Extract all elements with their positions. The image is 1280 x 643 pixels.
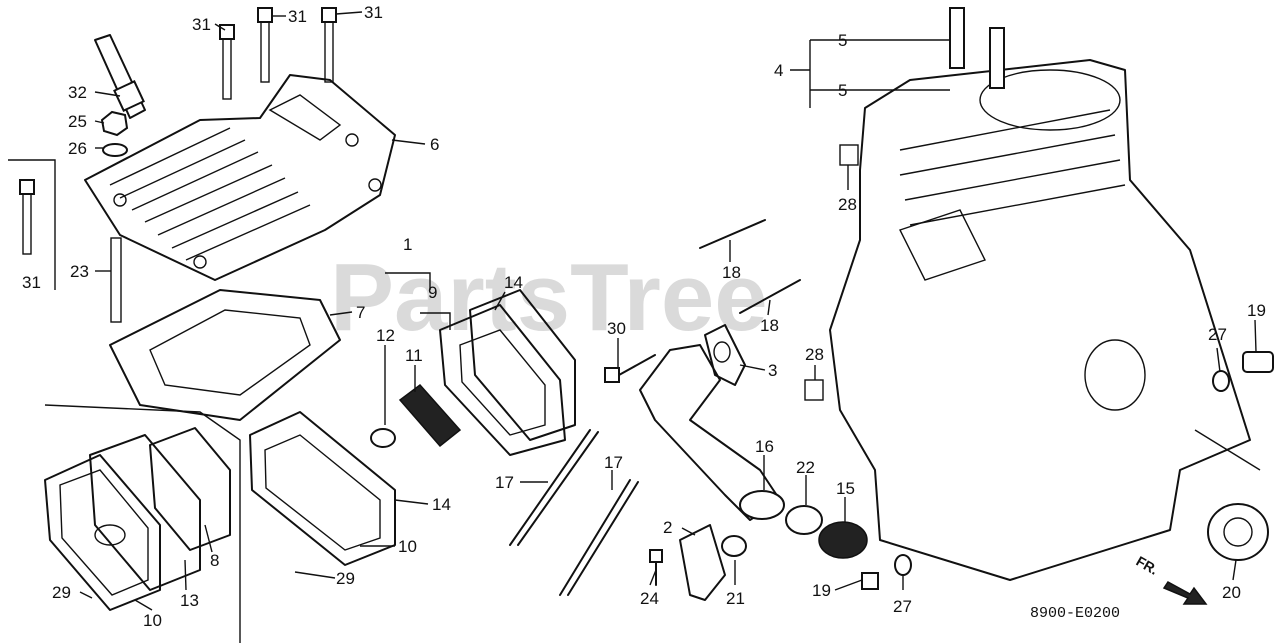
breather-gasket-part[interactable] [89, 434, 201, 591]
callout-13: 13 [180, 591, 199, 610]
callout-29: 29 [336, 569, 355, 588]
callout-16: 16 [755, 437, 774, 456]
oil-seal-part[interactable] [1207, 503, 1269, 561]
o-ring-small-part[interactable] [721, 535, 747, 557]
callout-10: 10 [398, 537, 417, 556]
breather-cover-part[interactable] [44, 454, 161, 611]
callout-10: 10 [143, 611, 162, 630]
leader-lines [8, 11, 1261, 611]
callout-31: 31 [192, 15, 211, 34]
bolt-24-part[interactable] [649, 549, 663, 586]
collar-part[interactable] [370, 428, 396, 448]
callout-17: 17 [604, 453, 623, 472]
callout-5: 5 [838, 31, 847, 50]
washer-part[interactable] [102, 143, 128, 157]
callout-19: 19 [812, 581, 831, 600]
cylinder-head-part[interactable] [84, 74, 396, 281]
breather-plate-2-part[interactable] [679, 524, 726, 601]
long-stud-part[interactable] [509, 429, 639, 596]
callout-4: 4 [774, 61, 783, 80]
arrow-icon [1162, 581, 1208, 605]
callout-18: 18 [722, 263, 741, 282]
callout-17: 17 [495, 473, 514, 492]
callout-15: 15 [836, 479, 855, 498]
callout-14: 14 [504, 273, 523, 292]
callout-11: 11 [405, 346, 423, 365]
callout-6: 6 [430, 135, 439, 154]
callout-29: 29 [52, 583, 71, 602]
callout-22: 22 [796, 458, 815, 477]
intake-gasket-part[interactable] [469, 289, 576, 441]
oil-filler-part[interactable] [818, 521, 868, 559]
callout-30: 30 [607, 319, 626, 338]
o-ring-part[interactable] [785, 505, 823, 535]
stud-part[interactable] [110, 237, 122, 323]
callout-23: 23 [70, 262, 89, 281]
callout-9: 9 [428, 283, 437, 302]
callout-5: 5 [838, 81, 847, 100]
cylinder-block-part[interactable] [804, 59, 1251, 581]
callout-18: 18 [760, 316, 779, 335]
callout-1: 1 [403, 235, 412, 254]
callout-8: 8 [210, 551, 219, 570]
callout-28: 28 [838, 195, 857, 214]
callout-25: 25 [68, 112, 87, 131]
callout-7: 7 [356, 303, 365, 322]
callout-31: 31 [364, 3, 383, 22]
callout-2: 2 [663, 518, 672, 537]
callout-labels: 31 31 31 31 32 25 26 6 23 7 1 9 12 11 14… [22, 3, 1266, 630]
tube-gasket-part[interactable] [704, 324, 746, 386]
watermark-text: PartsTree [330, 244, 768, 351]
flange-bolt-part[interactable] [604, 354, 656, 383]
callout-26: 26 [68, 139, 87, 158]
dowel-pin-part[interactable] [949, 7, 1005, 89]
intake-insulator-part[interactable] [439, 304, 566, 456]
callout-27: 27 [1208, 325, 1227, 344]
callout-20: 20 [1222, 583, 1241, 602]
front-direction-indicator: FR. [1134, 553, 1208, 605]
callout-3: 3 [768, 361, 777, 380]
nut-part[interactable] [100, 110, 129, 137]
callout-32: 32 [68, 83, 87, 102]
callout-24: 24 [640, 589, 659, 608]
callout-31: 31 [288, 7, 307, 26]
callout-31: 31 [22, 273, 41, 292]
head-gasket-part[interactable] [109, 289, 341, 421]
stud-18-part[interactable] [699, 219, 801, 314]
callout-27: 27 [893, 597, 912, 616]
diagram-code: 8900-E0200 [1030, 605, 1120, 622]
breather-tube-part[interactable] [639, 344, 785, 521]
front-label: FR. [1134, 553, 1162, 578]
callout-28: 28 [805, 345, 824, 364]
spark-plug-part[interactable] [94, 34, 146, 119]
valve-cover-part[interactable] [249, 411, 396, 566]
callout-12: 12 [376, 326, 395, 345]
filter-screen-part[interactable] [398, 383, 462, 448]
callout-14: 14 [432, 495, 451, 514]
bolt-right-part[interactable] [1242, 351, 1274, 373]
washer-right-part[interactable] [1212, 370, 1230, 392]
callout-21: 21 [726, 589, 745, 608]
drain-bolt-part[interactable] [861, 572, 879, 590]
washer-27-part[interactable] [894, 554, 912, 576]
breather-plate-part[interactable] [149, 427, 231, 551]
callout-19: 19 [1247, 301, 1266, 320]
